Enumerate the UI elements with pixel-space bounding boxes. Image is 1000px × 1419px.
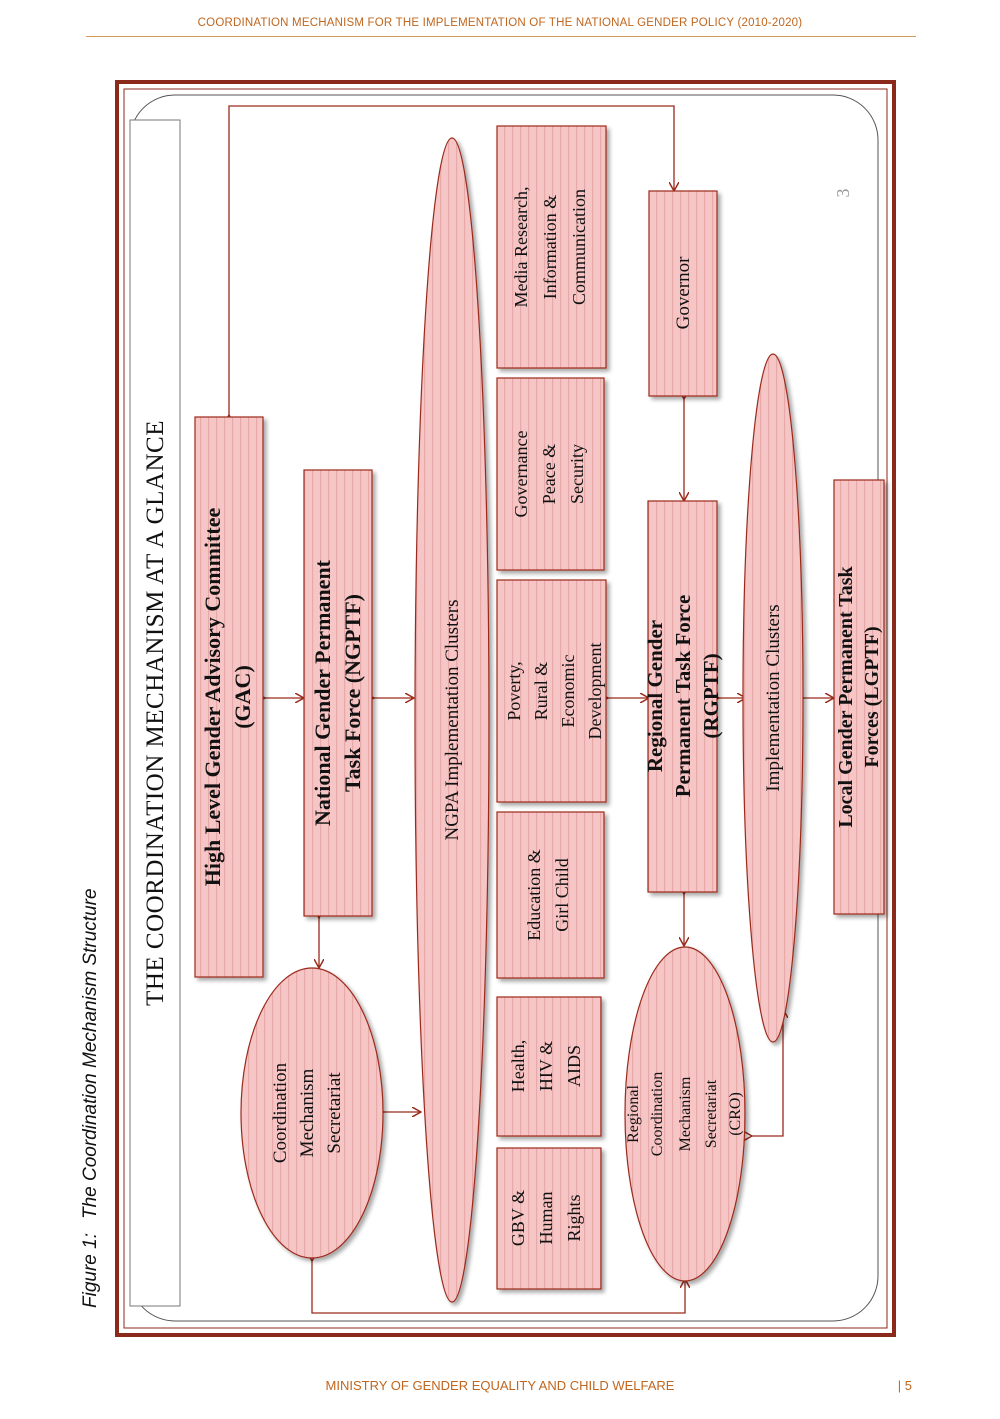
cluster-education: Education & Girl Child: [496, 811, 605, 979]
cms-line-2: Mechanism: [297, 1068, 318, 1157]
footer-ministry: MINISTRY OF GENDER EQUALITY AND CHILD WE…: [325, 1378, 675, 1393]
rcms-line-1: Regional: [625, 1085, 642, 1143]
connector-gac-governor: [229, 105, 674, 416]
node-cms: Coordination Mechanism Secretariat: [240, 967, 384, 1259]
impl-clusters-label: Implementation Clusters: [763, 604, 784, 791]
diagram-title: THE COORDINATION MECHANISM AT A GLANCE: [142, 420, 169, 1006]
node-ngptf: National Gender Permanent Task Force (NG…: [303, 469, 373, 917]
cluster-education-line-1: Education &: [524, 849, 544, 940]
lgptf-line-2: Forces (LGPTF): [861, 626, 883, 767]
footer-page-number: | 5: [897, 1378, 912, 1393]
cluster-health-line-3: AIDS: [564, 1045, 584, 1087]
cluster-governance-line-3: Security: [567, 444, 587, 504]
gac-line-1: High Level Gender Advisory Committee: [200, 508, 225, 887]
rgptf-line-1: Regional Gender: [643, 620, 667, 772]
cluster-media-line-3: Communication: [569, 189, 589, 305]
cluster-governance: Governance Peace & Security: [496, 377, 605, 571]
node-ngpa: NGPA Implementation Clusters: [414, 137, 490, 1303]
rgptf-line-2: Permanent Task Force: [671, 595, 695, 798]
node-rcms: Regional Coordination Mechanism Secretar…: [624, 946, 746, 1282]
header-rule: [86, 36, 916, 37]
node-lgptf: Local Gender Permanent Task Forces (LGPT…: [833, 479, 885, 915]
cluster-media-line-2: Information &: [540, 195, 560, 299]
cluster-poverty-line-2: Rural &: [531, 662, 551, 721]
cluster-governance-line-2: Peace &: [539, 444, 559, 504]
cms-line-3: Secretariat: [324, 1072, 345, 1154]
cluster-gbv: GBV & Human Rights: [496, 1147, 602, 1290]
ngptf-line-1: National Gender Permanent: [310, 559, 335, 826]
rcms-line-5: (CRO): [727, 1092, 744, 1136]
inner-frame: [123, 88, 888, 1329]
cluster-gbv-line-2: Human: [536, 1192, 556, 1245]
rcms-line-2: Coordination: [649, 1072, 666, 1156]
ngpa-label: NGPA Implementation Clusters: [442, 599, 463, 840]
node-rgptf: Regional Gender Permanent Task Force (RG…: [643, 500, 723, 893]
node-gac: High Level Gender Advisory Committee (GA…: [194, 416, 264, 978]
connector-rcms-impl: [751, 1010, 783, 1136]
cluster-gbv-line-1: GBV &: [508, 1190, 528, 1246]
cluster-media-line-1: Media Research,: [511, 187, 531, 308]
cluster-poverty-line-3: Economic: [558, 655, 578, 728]
cluster-media: Media Research, Information & Communicat…: [496, 125, 607, 369]
rgptf-line-3: (RGPTF): [699, 653, 723, 738]
cluster-gbv-line-3: Rights: [564, 1194, 584, 1241]
cluster-health: Health, HIV & AIDS: [496, 996, 602, 1137]
gac-line-2: (GAC): [230, 665, 255, 729]
title-banner: [129, 119, 181, 1307]
governor-label: Governor: [673, 256, 694, 329]
cluster-education-line-2: Girl Child: [552, 858, 572, 932]
node-impl-clusters: Implementation Clusters: [742, 353, 804, 1043]
page-marker: 3: [833, 189, 853, 198]
cluster-governance-line-1: Governance: [511, 431, 531, 518]
cluster-health-line-1: Health,: [508, 1040, 528, 1092]
outer-frame: [115, 80, 896, 1337]
cluster-health-line-2: HIV &: [536, 1041, 556, 1091]
node-governor: Governor: [648, 190, 718, 397]
lgptf-line-1: Local Gender Permanent Task: [835, 565, 857, 827]
rcms-line-4: Secretariat: [703, 1079, 720, 1148]
rcms-line-3: Mechanism: [677, 1076, 694, 1151]
cluster-poverty: Poverty, Rural & Economic Development: [496, 579, 607, 803]
running-header: COORDINATION MECHANISM FOR THE IMPLEMENT…: [197, 17, 803, 29]
ngptf-line-2: Task Force (NGPTF): [340, 594, 365, 792]
cluster-poverty-line-1: Poverty,: [504, 661, 524, 720]
cms-line-1: Coordination: [270, 1062, 291, 1163]
connector-cms-rcms: [312, 1260, 685, 1314]
cluster-poverty-line-4: Development: [585, 643, 605, 740]
